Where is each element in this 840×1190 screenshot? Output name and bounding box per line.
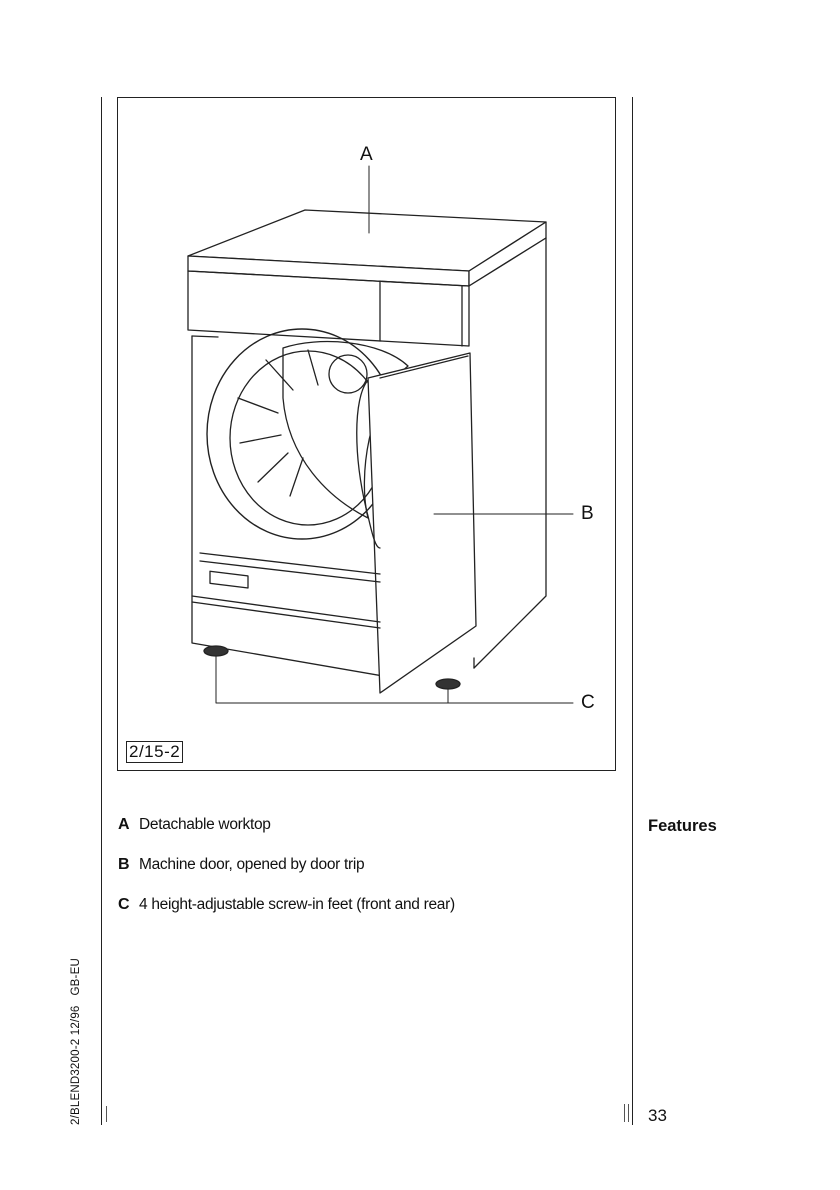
document-code-number: 2/BLEND3200-2 12/96 — [70, 1005, 82, 1125]
figure-frame: A B C 2/15-2 — [117, 97, 616, 771]
legend-key: B — [118, 856, 139, 874]
legend-item-a: A Detachable worktop — [118, 816, 618, 856]
feature-legend: A Detachable worktop B Machine door, ope… — [118, 816, 618, 936]
legend-text: Detachable worktop — [139, 816, 271, 834]
callout-c: C — [581, 693, 595, 713]
callout-a: A — [360, 145, 373, 165]
callout-b: B — [581, 504, 594, 524]
washing-machine-illustration — [118, 98, 617, 772]
right-margin-rule — [632, 97, 633, 1125]
legend-text: 4 height-adjustable screw-in feet (front… — [139, 896, 455, 914]
legend-key: C — [118, 896, 139, 914]
document-code-region: GB-EU — [70, 958, 82, 995]
bottom-tick-mark — [624, 1104, 625, 1122]
legend-item-c: C 4 height-adjustable screw-in feet (fro… — [118, 896, 618, 936]
legend-text: Machine door, opened by door trip — [139, 856, 364, 874]
page-number: 33 — [648, 1106, 667, 1126]
bottom-tick-mark — [106, 1106, 107, 1122]
bottom-tick-mark — [628, 1104, 629, 1122]
left-margin-rule — [101, 97, 102, 1125]
figure-id-label: 2/15-2 — [126, 741, 183, 763]
legend-key: A — [118, 816, 139, 834]
section-heading: Features — [648, 817, 717, 836]
document-code: 2/BLEND3200-2 12/96 GB-EU — [70, 958, 82, 1125]
legend-item-b: B Machine door, opened by door trip — [118, 856, 618, 896]
